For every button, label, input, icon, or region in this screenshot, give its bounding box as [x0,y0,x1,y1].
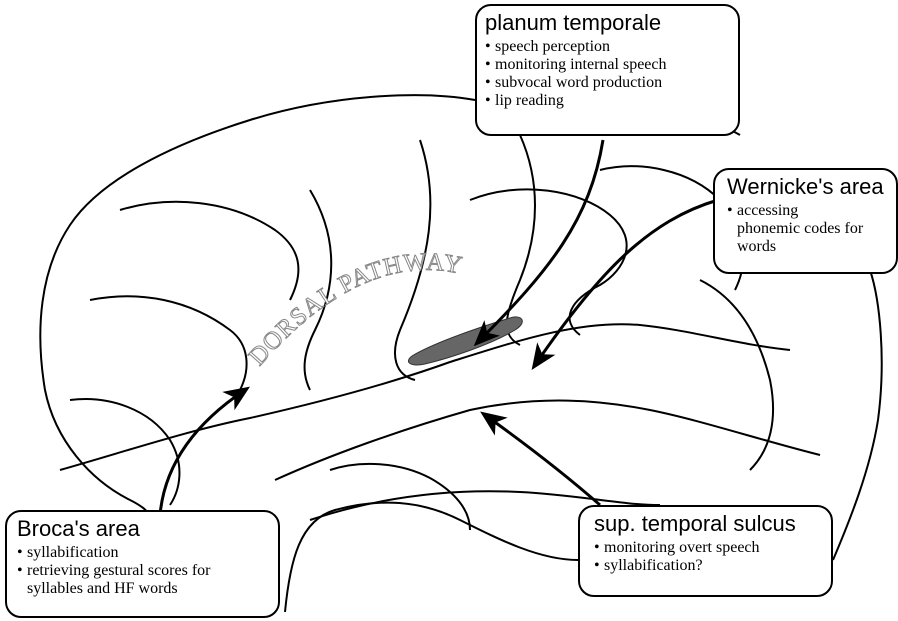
bullet: • [17,562,27,580]
sts-item-text: monitoring overt speech [604,539,760,556]
sup-temporal-sulcus-title: sup. temporal sulcus [594,511,823,537]
list-item: •lip reading [485,92,730,110]
list-item: •syllabification [17,544,270,562]
planum-temporale-list: •speech perception •monitoring internal … [485,38,730,110]
list-item: •syllabification? [594,557,823,575]
wernickes-area-list: •accessing phonemic codes for words [727,202,888,256]
brocas-area-list: •syllabification •retrieving gestural sc… [17,544,270,598]
bullet: • [485,92,495,110]
frontal-sulcus-upper [120,202,298,300]
list-item: •monitoring overt speech [594,539,823,557]
temporal-pole-fold [330,464,470,530]
bullet: • [594,557,604,575]
occipital-fold [700,280,773,470]
planum-temporale-box: planum temporale •speech perception •mon… [475,4,740,136]
wernickes-area-box: Wernicke's area •accessing phonemic code… [713,168,898,274]
planum-temporale-title: planum temporale [485,10,730,36]
planum-item-text: lip reading [495,92,564,109]
list-item: •retrieving gestural scores for syllable… [17,562,259,598]
broca-arrow [160,390,245,515]
list-item: •monitoring internal speech [485,56,730,74]
bullet: • [485,56,495,74]
sup-temporal-sulcus-list: •monitoring overt speech •syllabificatio… [594,539,823,575]
frontal-sulcus-lower [90,296,247,390]
wernicke-arrow [535,200,718,365]
planum-item-text: subvocal word production [495,74,662,91]
list-item: •accessing phonemic codes for words [727,202,865,256]
bullet: • [594,539,604,557]
postcentral-sulcus [507,135,535,345]
broca-item-text: syllabification [27,544,119,561]
list-item: •subvocal word production [485,74,730,92]
bullet: • [17,544,27,562]
broca-item-text: retrieving gestural scores for syllables… [27,562,210,597]
superior-temporal-sulcus [275,401,820,480]
bullet: • [485,38,495,56]
planum-arrow [478,140,603,342]
brocas-area-title: Broca's area [17,516,270,542]
list-item: •speech perception [485,38,730,56]
wernicke-item-text: accessing phonemic codes for words [737,202,863,255]
bullet: • [485,74,495,92]
sup-temporal-sulcus-box: sup. temporal sulcus •monitoring overt s… [578,505,833,597]
sts-item-text: syllabification? [604,557,703,574]
bullet: • [727,202,737,220]
sylvian-fissure [60,324,790,470]
planum-item-text: monitoring internal speech [495,56,667,73]
brocas-area-box: Broca's area •syllabification •retrievin… [5,510,280,618]
wernickes-area-title: Wernicke's area [727,174,888,200]
planum-item-text: speech perception [495,38,610,55]
